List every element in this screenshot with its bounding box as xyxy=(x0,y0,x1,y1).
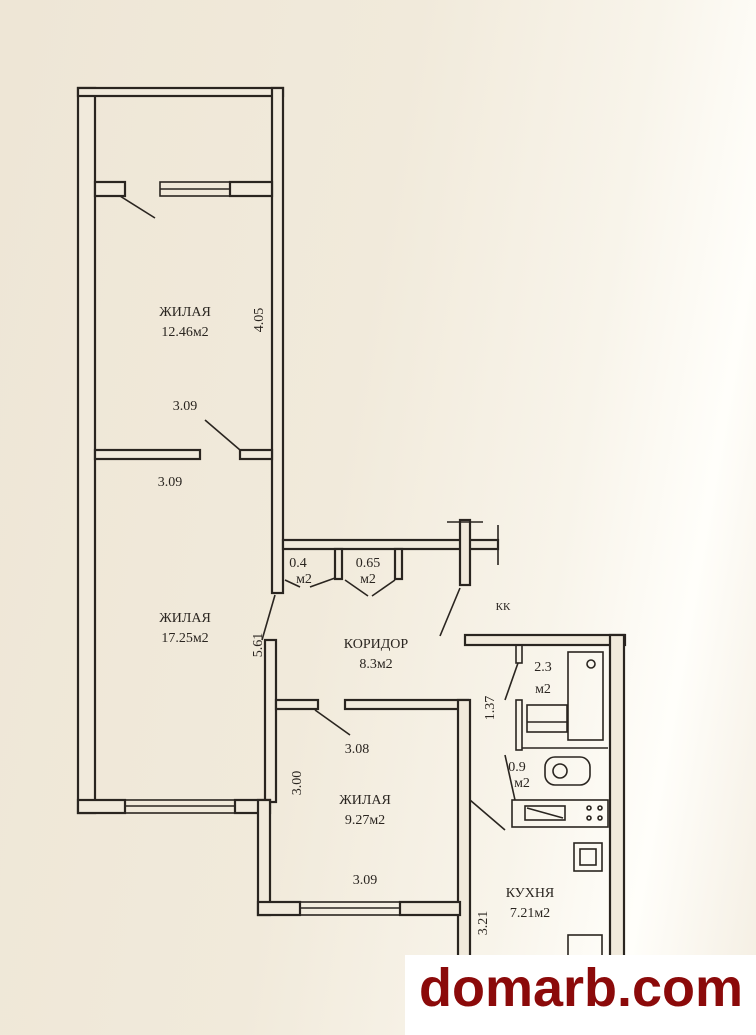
room-name: ЖИЛАЯ xyxy=(339,793,391,808)
area-value: 0.65 xyxy=(356,556,381,571)
dimension: 3.09 xyxy=(158,475,183,490)
room-area: 12.46м2 xyxy=(161,325,208,340)
room-area: 17.25м2 xyxy=(161,631,208,646)
dimension: 1.37 xyxy=(483,696,498,721)
area-value: 2.3 xyxy=(534,660,552,675)
area-unit: м2 xyxy=(360,572,376,587)
area-value: 0.9 xyxy=(508,760,526,775)
watermark-text: domarb.com xyxy=(419,958,744,1018)
marker-label: КК xyxy=(496,601,511,613)
room-name: КУХНЯ xyxy=(506,886,555,901)
dimension: 3.09 xyxy=(173,399,198,414)
dimension: 3.00 xyxy=(290,771,305,796)
dimension: 5.61 xyxy=(251,633,266,658)
room-name: ЖИЛАЯ xyxy=(159,305,211,320)
area-value: 0.4 xyxy=(289,556,307,571)
area-unit: м2 xyxy=(535,682,551,697)
area-unit: м2 xyxy=(514,776,530,791)
room-area: 8.3м2 xyxy=(359,657,392,672)
watermark: domarb.com xyxy=(405,955,756,1035)
room-name: КОРИДОР xyxy=(344,637,409,652)
dimension: 3.08 xyxy=(345,742,370,757)
room-name: ЖИЛАЯ xyxy=(159,611,211,626)
room-area: 7.21м2 xyxy=(510,906,550,921)
room-area: 9.27м2 xyxy=(345,813,385,828)
dimension: 3.21 xyxy=(476,911,491,936)
walls xyxy=(76,86,627,1035)
dimension: 4.05 xyxy=(252,308,267,333)
area-unit: м2 xyxy=(296,572,312,587)
dimension: 3.09 xyxy=(353,873,378,888)
labels: ЖИЛАЯ 12.46м2 ЖИЛАЯ 17.25м2 КОРИДОР 8.3м… xyxy=(158,305,555,935)
